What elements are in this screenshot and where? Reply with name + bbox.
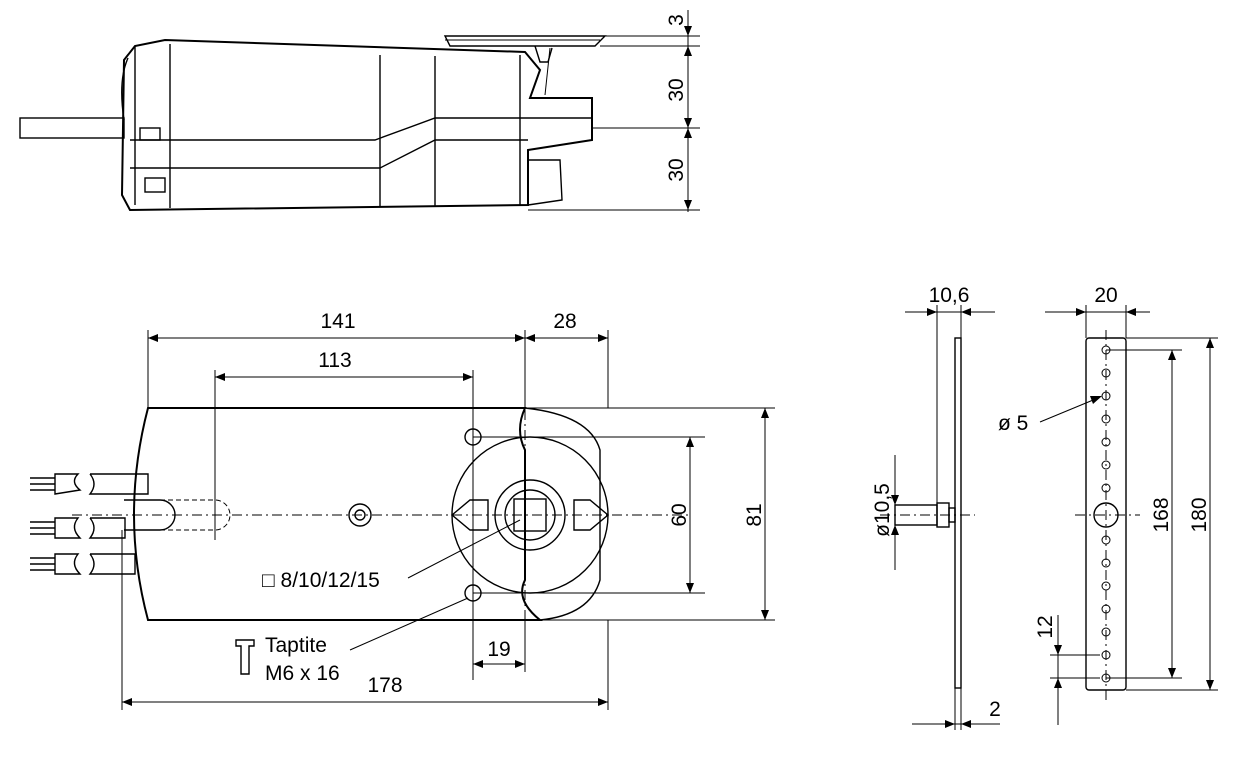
dim-20: 20	[1094, 284, 1117, 307]
bracket-side-view: 10,6 ø10,5 2	[871, 284, 1001, 730]
screw-label-2: M6 x 16	[265, 662, 340, 685]
dim-30-lower: 30	[665, 158, 688, 181]
dim-10-5: ø10,5	[871, 483, 894, 537]
dim-180: 180	[1188, 497, 1211, 532]
dim-12: 12	[1034, 615, 1057, 638]
bracket-front-view: 20 ø 5 168 180 12	[998, 284, 1218, 725]
cables	[30, 473, 149, 575]
shaft-size-label: □ 8/10/12/15	[262, 569, 380, 592]
dim-3: 3	[665, 14, 688, 26]
side-view: 3 30 30	[19, 10, 700, 212]
dim-141: 141	[320, 310, 355, 333]
dim-60: 60	[668, 503, 691, 526]
screw-label-1: Taptite	[265, 634, 327, 657]
bracket-holes	[1101, 345, 1111, 683]
dim-178: 178	[367, 674, 402, 697]
dim-19: 19	[487, 638, 510, 661]
plan-view: 141 28 113 60 81 19	[30, 310, 775, 710]
dim-2: 2	[989, 698, 1001, 721]
dim-168: 168	[1150, 497, 1173, 532]
dim-10-6: 10,6	[929, 284, 970, 307]
dim-28: 28	[553, 310, 576, 333]
dim-30-upper: 30	[665, 78, 688, 101]
dim-81: 81	[743, 503, 766, 526]
hole-diameter-label: ø 5	[998, 412, 1028, 435]
dim-113: 113	[318, 349, 351, 372]
